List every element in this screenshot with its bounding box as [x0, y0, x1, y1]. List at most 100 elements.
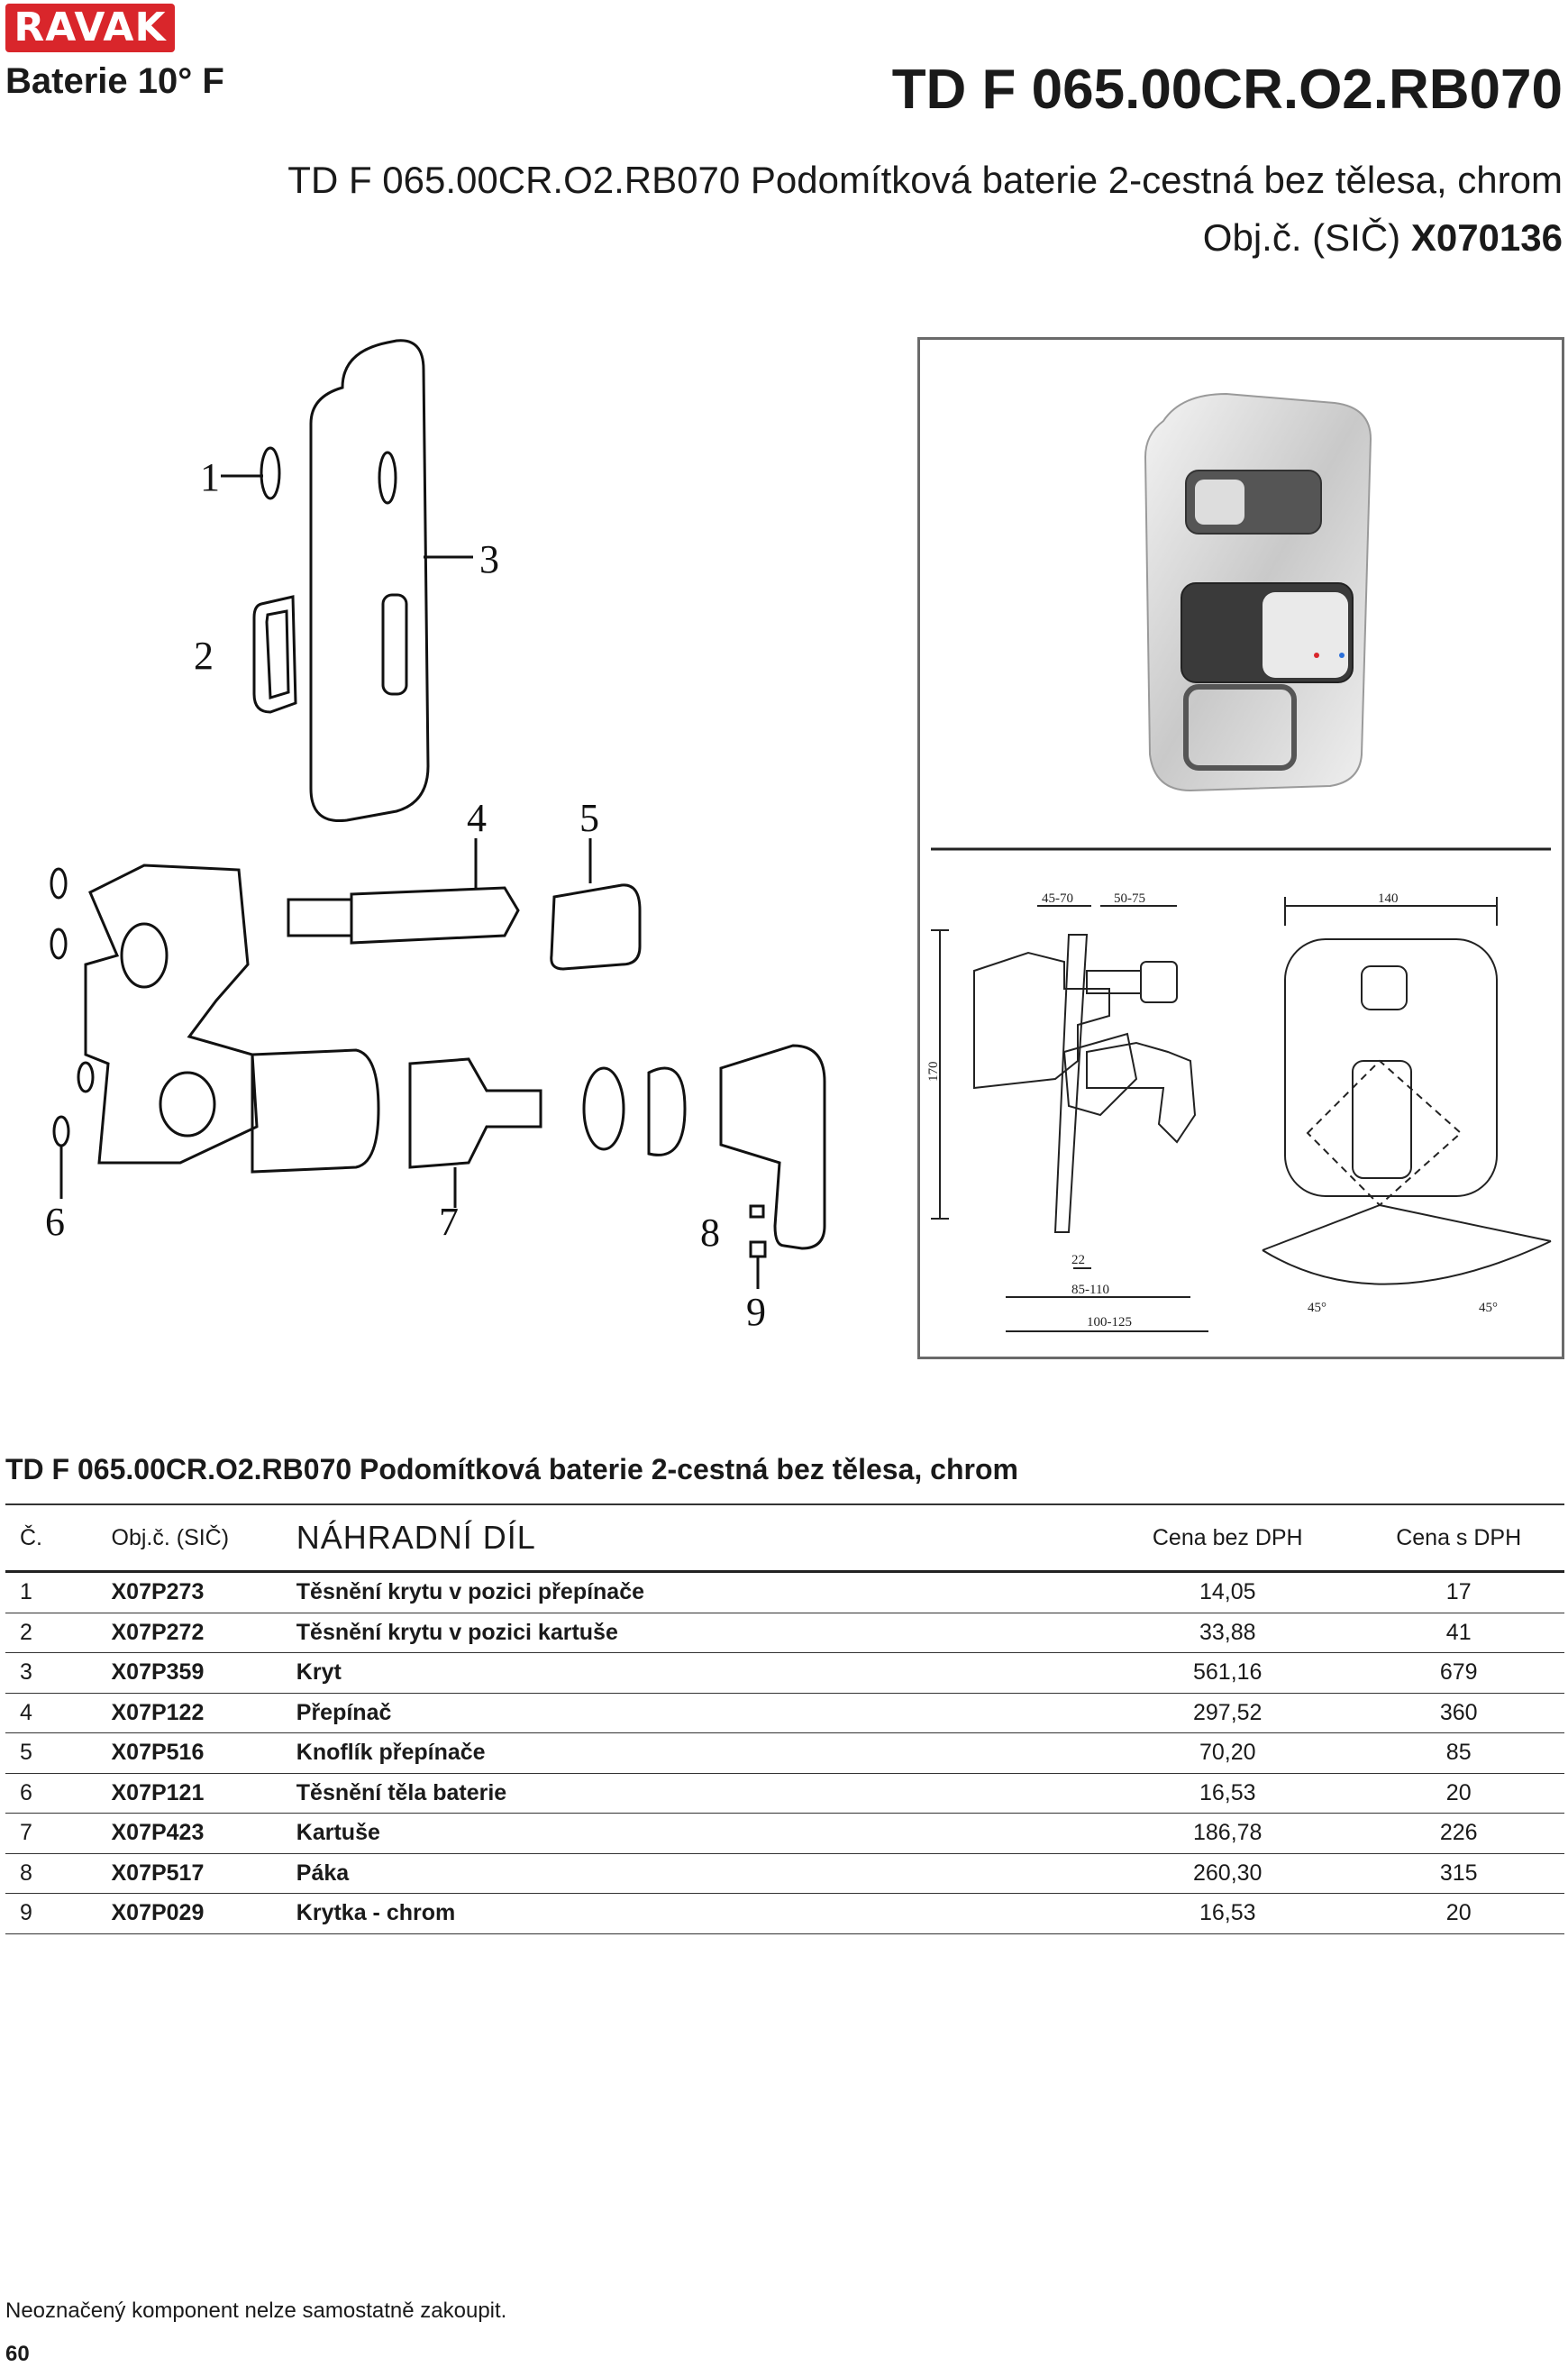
order-label: Obj.č. (SIČ)	[1202, 216, 1401, 259]
cartridge-housing	[251, 1048, 380, 1174]
cell-code: X07P423	[96, 1813, 282, 1854]
nut	[582, 1066, 625, 1151]
callout-3: 3	[479, 537, 499, 581]
cover-plate	[309, 339, 430, 823]
table-header-row: Č. Obj.č. (SIČ) NÁHRADNÍ DÍL Cena bez DP…	[5, 1503, 1564, 1573]
valve-body	[84, 864, 259, 1165]
dim-100-125: 100-125	[1087, 1315, 1132, 1330]
cell-price-inc: 41	[1353, 1613, 1564, 1653]
lever	[719, 1044, 826, 1250]
callout-1: 1	[200, 455, 220, 499]
cell-price-ex: 260,30	[1102, 1853, 1354, 1894]
cell-code: X07P029	[96, 1893, 282, 1934]
cell-no: 2	[5, 1613, 97, 1653]
cell-price-inc: 17	[1353, 1571, 1564, 1613]
dim-170: 170	[926, 1062, 941, 1083]
callout-9: 9	[746, 1290, 766, 1334]
cell-part: Kartuše	[281, 1813, 1103, 1854]
callout-4: 4	[467, 796, 487, 840]
dim-angle-right: 45°	[1479, 1301, 1498, 1315]
col-code: Obj.č. (SIČ)	[96, 1503, 282, 1573]
cell-code: X07P273	[96, 1571, 282, 1613]
cell-part: Knoflík přepínače	[281, 1732, 1103, 1774]
col-price-ex: Cena bez DPH	[1102, 1503, 1354, 1573]
dim-140: 140	[1378, 891, 1399, 906]
cell-part: Těsnění krytu v pozici kartuše	[281, 1613, 1103, 1653]
series-title: Baterie 10° F	[5, 61, 224, 101]
cell-price-ex: 186,78	[1102, 1813, 1354, 1854]
cell-code: X07P517	[96, 1853, 282, 1894]
cell-no: 3	[5, 1652, 97, 1694]
cell-price-ex: 561,16	[1102, 1652, 1354, 1694]
cell-part: Těsnění těla baterie	[281, 1773, 1103, 1814]
cell-no: 6	[5, 1773, 97, 1814]
cell-part: Těsnění krytu v pozici přepínače	[281, 1571, 1103, 1613]
cell-part: Krytka - chrom	[281, 1893, 1103, 1934]
cell-part: Kryt	[281, 1652, 1103, 1694]
cell-price-inc: 20	[1353, 1893, 1564, 1934]
col-price-inc: Cena s DPH	[1353, 1503, 1564, 1573]
dim-22: 22	[1071, 1253, 1085, 1267]
model-title: TD F 065.00CR.O2.RB070	[891, 59, 1563, 121]
seal-1-shape	[260, 446, 281, 500]
cover-hole-bottom	[381, 593, 408, 696]
product-image-frame: 45-70 50-75 140 170 22 85-110 100-125 45…	[917, 337, 1564, 1359]
cell-code: X07P122	[96, 1693, 282, 1733]
dim-85-110: 85-110	[1071, 1283, 1109, 1297]
cell-price-inc: 20	[1353, 1773, 1564, 1814]
cell-price-inc: 679	[1353, 1652, 1564, 1694]
cover-hole-top	[378, 451, 397, 505]
cell-price-ex: 14,05	[1102, 1571, 1354, 1613]
footnote: Neoznačený komponent nelze samostatně za…	[5, 2298, 507, 2323]
cell-code: X07P516	[96, 1732, 282, 1774]
callout-5: 5	[579, 796, 599, 840]
callout-7: 7	[439, 1200, 459, 1244]
cell-price-inc: 85	[1353, 1732, 1564, 1774]
callout-8: 8	[700, 1211, 720, 1255]
exploded-parts-drawing: 1 2 3 4 5 6 7 8 9	[45, 339, 826, 1334]
col-part: NÁHRADNÍ DÍL	[281, 1503, 1103, 1573]
cell-price-inc: 360	[1353, 1693, 1564, 1733]
col-no: Č.	[5, 1503, 97, 1573]
cell-no: 4	[5, 1693, 97, 1733]
diverter	[287, 898, 353, 937]
order-number: Obj.č. (SIČ) X070136	[1203, 216, 1563, 260]
cell-code: X07P359	[96, 1652, 282, 1694]
product-subtitle: TD F 065.00CR.O2.RB070 Podomítková bater…	[287, 159, 1563, 201]
cell-price-ex: 297,52	[1102, 1693, 1354, 1733]
dome	[647, 1066, 687, 1156]
cell-code: X07P121	[96, 1773, 282, 1814]
order-code: X070136	[1410, 216, 1563, 259]
ravak-logo: RAVAK	[5, 4, 175, 52]
table-title: TD F 065.00CR.O2.RB070 Podomítková bater…	[5, 1453, 1018, 1485]
cell-no: 8	[5, 1853, 97, 1894]
cell-code: X07P272	[96, 1613, 282, 1653]
dim-angle-left: 45°	[1308, 1301, 1326, 1315]
cell-price-ex: 16,53	[1102, 1773, 1354, 1814]
product-image: 45-70 50-75 140 170 22 85-110 100-125 45…	[926, 392, 1552, 1332]
cell-part: Přepínač	[281, 1693, 1103, 1733]
cartridge	[408, 1057, 542, 1169]
dim-45-70: 45-70	[1042, 891, 1073, 906]
cell-no: 9	[5, 1893, 97, 1934]
knob	[550, 883, 642, 971]
cell-price-ex: 33,88	[1102, 1613, 1354, 1653]
callout-6: 6	[45, 1200, 65, 1244]
page-number: 60	[5, 2342, 30, 2366]
spare-parts-table: Č. Obj.č. (SIČ) NÁHRADNÍ DÍL Cena bez DP…	[5, 1503, 1564, 1934]
callout-2: 2	[194, 634, 214, 678]
cell-no: 5	[5, 1732, 97, 1774]
cell-no: 1	[5, 1571, 97, 1613]
cell-price-ex: 70,20	[1102, 1732, 1354, 1774]
seal-2-shape	[252, 595, 297, 714]
dim-50-75: 50-75	[1114, 891, 1145, 906]
